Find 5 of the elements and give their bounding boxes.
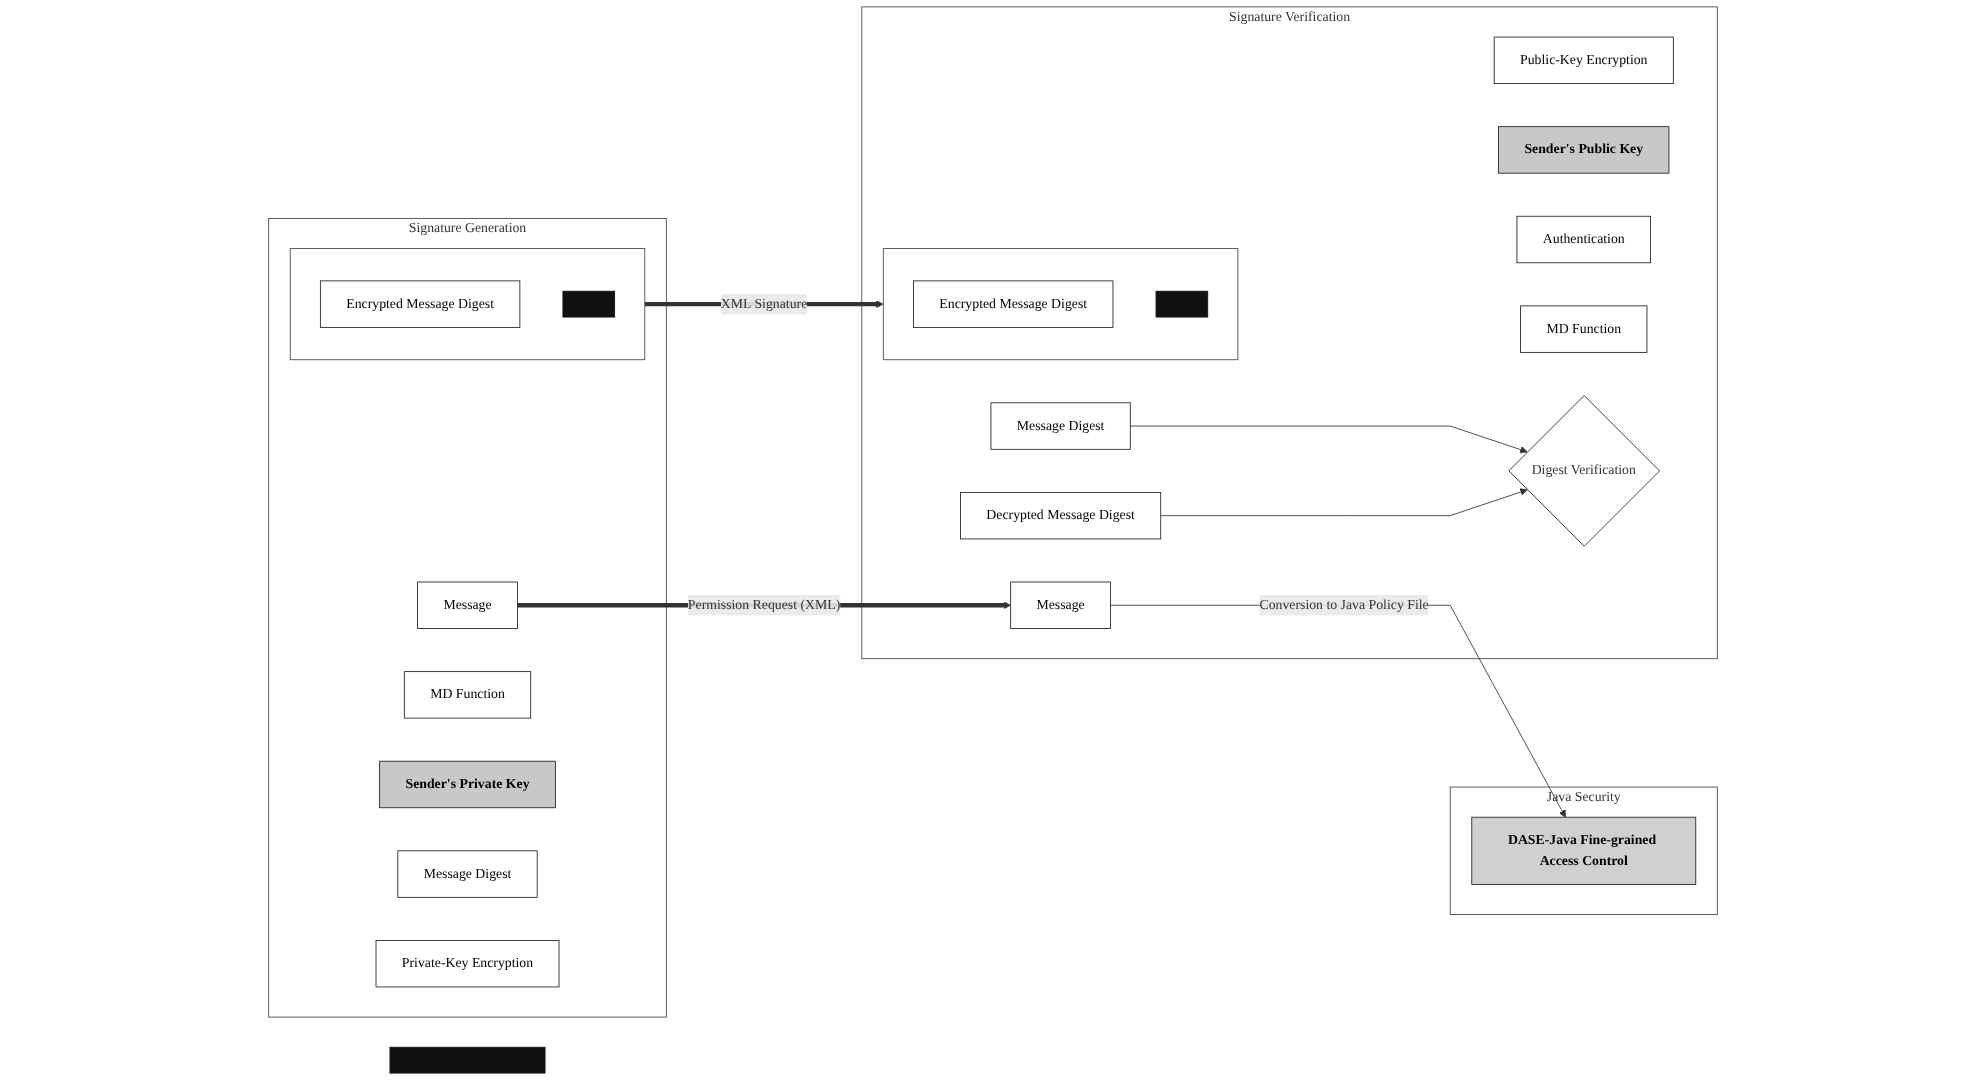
node-box [562,290,616,318]
cluster [882,248,1239,361]
node-box [1155,290,1209,318]
node-bar [389,1046,546,1074]
cluster [289,248,646,361]
